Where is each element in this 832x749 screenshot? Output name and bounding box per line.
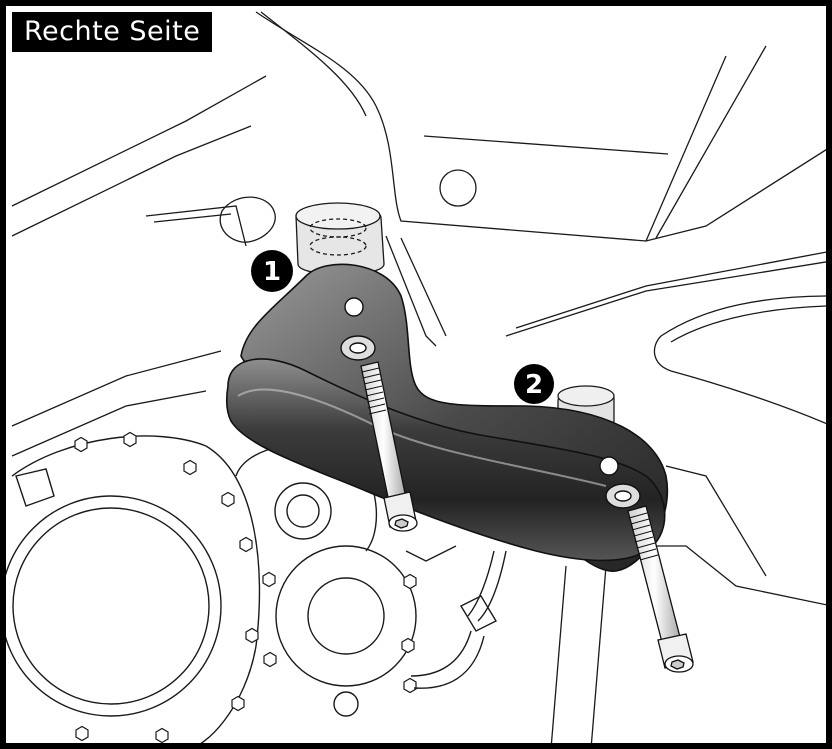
section-title: Rechte Seite <box>12 12 213 52</box>
bolt-2 <box>627 505 694 673</box>
engine-guard-illustration: 1 2 <box>6 11 826 743</box>
cover-bolts <box>74 431 417 743</box>
spacer-1 <box>295 202 385 276</box>
callout-1-label: 1 <box>263 257 281 287</box>
mounting-holes <box>340 297 641 509</box>
callout-2: 2 <box>514 364 554 404</box>
engine-cover <box>6 435 261 743</box>
hose <box>410 550 507 689</box>
callout-1: 1 <box>251 250 293 292</box>
callout-2-label: 2 <box>525 370 543 400</box>
side-panel <box>653 295 826 425</box>
bolt-1 <box>360 361 418 532</box>
frame-lines <box>11 11 826 743</box>
